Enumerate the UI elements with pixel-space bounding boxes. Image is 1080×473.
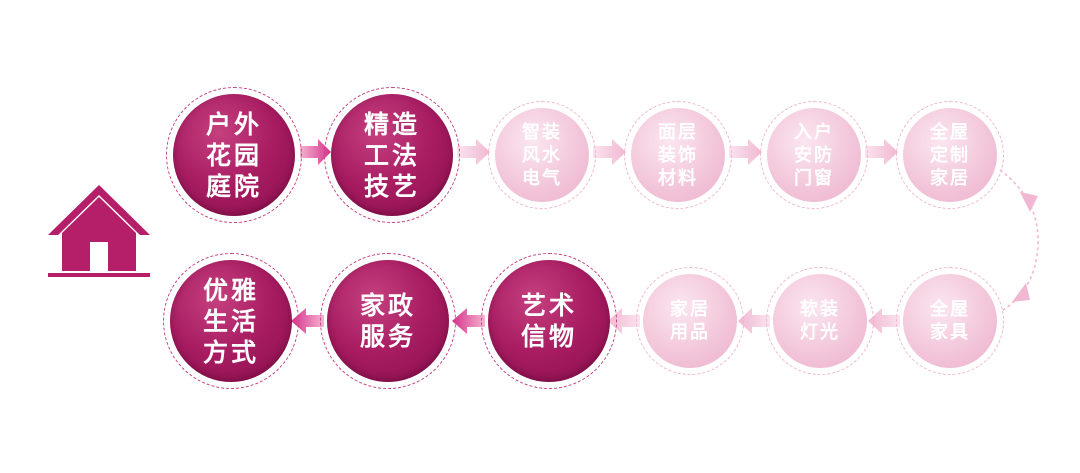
step-circle: 优雅生活方式 [163, 253, 299, 389]
step-circle: 家居用品 [636, 267, 744, 375]
step-circle: 入户安防门窗 [760, 101, 868, 209]
arrow-down-icon [1020, 192, 1038, 212]
step-circle: 面层装饰材料 [624, 101, 732, 209]
arrow-right-icon [865, 139, 898, 165]
curve-connector [999, 169, 1039, 313]
step-circle: 全屋家具 [896, 267, 1004, 375]
step-circle: 家政服务 [320, 253, 456, 389]
arrow-left-icon [738, 308, 770, 334]
step-circle: 软装灯光 [766, 267, 874, 375]
arrow-left-icon [291, 308, 324, 334]
arrow-left-icon [452, 308, 485, 334]
step-circle: 艺术信物 [481, 253, 617, 389]
arrow-right-icon [593, 139, 626, 165]
step-circle: 户外花园庭院 [166, 87, 302, 223]
house-icon [48, 185, 150, 277]
arrow-left-icon [868, 308, 900, 334]
arrow-down-icon [1012, 283, 1030, 302]
arrow-right-icon [729, 139, 762, 165]
arrow-right-icon [457, 139, 490, 165]
step-circle: 全屋定制家居 [896, 101, 1004, 209]
step-circle: 智装风水电气 [488, 101, 596, 209]
step-circle: 精造工法技艺 [324, 87, 460, 223]
arrow-right-icon [300, 139, 331, 165]
